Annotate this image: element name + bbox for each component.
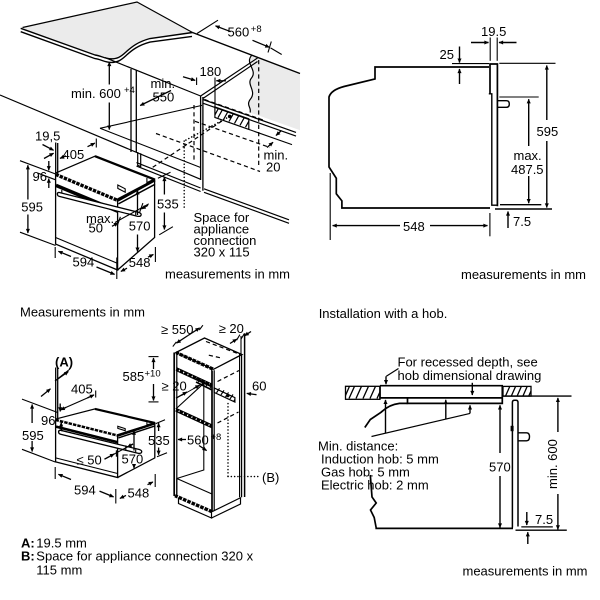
svg-text:max.: max. <box>514 148 542 163</box>
svg-text:548: 548 <box>129 255 151 270</box>
svg-text:(B): (B) <box>262 470 279 485</box>
svg-text:+8: +8 <box>251 24 262 35</box>
svg-text:487.5: 487.5 <box>511 162 544 177</box>
svg-text:96: 96 <box>33 169 47 184</box>
svg-text:548: 548 <box>128 486 150 501</box>
svg-text:min.: min. <box>151 76 176 91</box>
svg-text:19.5: 19.5 <box>481 24 506 39</box>
svg-text:appliance: appliance <box>194 222 250 237</box>
svg-text:connection: connection <box>194 233 257 248</box>
svg-text:19,5: 19,5 <box>35 129 60 144</box>
svg-text:≥ 20: ≥ 20 <box>162 379 187 394</box>
svg-text:50: 50 <box>89 221 103 236</box>
svg-text:min.: min. <box>264 148 289 163</box>
svg-text:≥ 550: ≥ 550 <box>161 322 193 337</box>
svg-text:Electric hob: 2 mm: Electric hob: 2 mm <box>321 478 429 493</box>
svg-text:595: 595 <box>22 428 44 443</box>
svg-text:595: 595 <box>537 124 559 139</box>
svg-text:594: 594 <box>74 483 96 498</box>
svg-text:535: 535 <box>148 433 170 448</box>
svg-text:hob dimensional drawing: hob dimensional drawing <box>398 368 542 383</box>
svg-text:measurements in mm: measurements in mm <box>461 267 586 282</box>
svg-text:96: 96 <box>41 413 55 428</box>
svg-text:405: 405 <box>63 147 85 162</box>
svg-text:548: 548 <box>403 219 425 234</box>
svg-text:Gas hob: 5 mm: Gas hob: 5 mm <box>321 465 410 480</box>
svg-text:Induction hob: 5 mm: Induction hob: 5 mm <box>321 452 439 467</box>
svg-text:Space for appliance connection: Space for appliance connection 320 x <box>36 549 253 564</box>
svg-text:180: 180 <box>200 64 222 79</box>
svg-text:≥ 20: ≥ 20 <box>219 321 244 336</box>
svg-text:measurements in mm: measurements in mm <box>165 267 290 282</box>
svg-text:595: 595 <box>21 200 43 215</box>
svg-text:60: 60 <box>252 379 266 394</box>
svg-text:For recessed depth, see: For recessed depth, see <box>398 355 538 370</box>
svg-text:19.5 mm: 19.5 mm <box>36 536 87 551</box>
svg-text:570: 570 <box>129 219 151 234</box>
svg-text:550: 550 <box>153 90 175 105</box>
svg-text:Installation with a hob.: Installation with a hob. <box>319 306 448 321</box>
svg-text:+4: +4 <box>124 85 135 96</box>
svg-text:7.5: 7.5 <box>513 214 531 229</box>
svg-text:A:: A: <box>21 536 35 551</box>
svg-text:(A): (A) <box>55 355 73 370</box>
svg-text:320 x 115: 320 x 115 <box>194 245 250 260</box>
svg-text:+10: +10 <box>145 369 161 380</box>
svg-text:Space for: Space for <box>194 210 250 225</box>
svg-text:B:: B: <box>21 549 35 564</box>
svg-text:min. 600: min. 600 <box>71 86 121 101</box>
svg-text:115 mm: 115 mm <box>36 563 82 578</box>
svg-text:560: 560 <box>228 25 250 40</box>
svg-text:585: 585 <box>123 369 145 384</box>
svg-text:535: 535 <box>157 197 179 212</box>
svg-text:7.5: 7.5 <box>535 512 553 527</box>
svg-text:Measurements in mm: Measurements in mm <box>20 305 145 320</box>
svg-text:560: 560 <box>187 433 209 448</box>
svg-text:570: 570 <box>122 452 144 467</box>
svg-text:405: 405 <box>71 382 93 397</box>
svg-text:min. 600: min. 600 <box>545 439 560 489</box>
svg-text:594: 594 <box>73 255 95 270</box>
svg-text:+8: +8 <box>211 432 222 443</box>
svg-text:measurements in mm: measurements in mm <box>463 564 588 579</box>
svg-text:570: 570 <box>489 460 511 475</box>
svg-text:25: 25 <box>440 47 454 62</box>
svg-text:20: 20 <box>266 160 280 175</box>
svg-text:max.: max. <box>86 211 114 226</box>
svg-text:≤ 50: ≤ 50 <box>77 453 102 468</box>
svg-text:Min. distance:: Min. distance: <box>318 439 398 454</box>
